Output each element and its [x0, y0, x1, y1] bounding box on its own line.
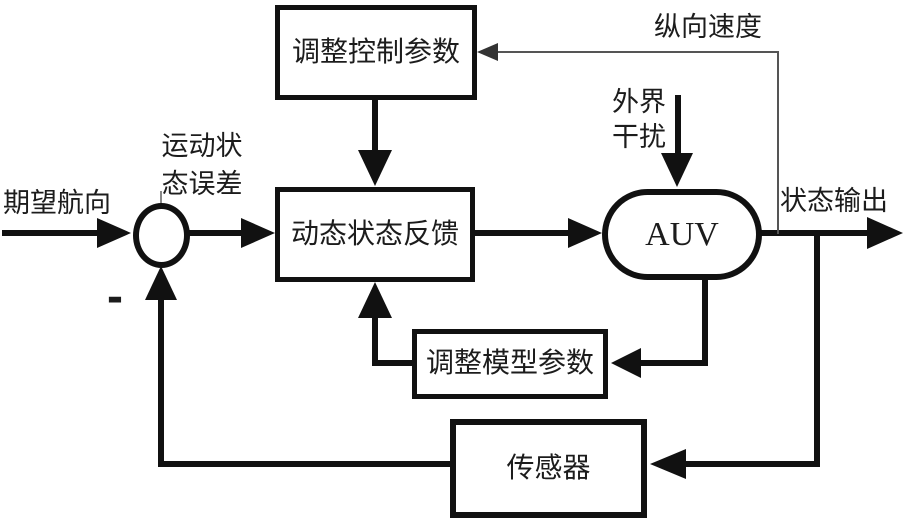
block-dynamic-state-feedback-label: 动态状态反馈 — [290, 218, 459, 250]
block-auv-plant: AUV — [602, 189, 762, 280]
control-params-down-line — [372, 99, 378, 152]
block-adjust-model-params: 调整模型参数 — [412, 329, 608, 399]
block-sensor: 传感器 — [450, 419, 647, 518]
auv-to-model-horizontal-line — [637, 360, 708, 366]
model-to-feedback-vertical-line — [372, 316, 378, 366]
arrow-into-model-params-icon — [611, 348, 641, 378]
speed-feedback-vertical-line — [777, 51, 779, 234]
longitudinal-speed-label: 纵向速度 — [654, 12, 762, 42]
block-dynamic-state-feedback: 动态状态反馈 — [275, 187, 475, 282]
arrow-model-to-feedback-icon — [358, 282, 392, 318]
arrow-into-auv-icon — [568, 218, 602, 248]
output-branch-vertical-line — [814, 233, 820, 467]
feedback-to-sum-vertical-line — [158, 297, 164, 467]
sensor-output-line — [158, 461, 452, 467]
arrow-into-feedback-icon — [241, 218, 275, 248]
arrow-into-sensor-icon — [650, 449, 686, 479]
input-line — [2, 230, 98, 236]
arrow-output-icon — [867, 217, 903, 249]
disturbance-line — [675, 95, 681, 155]
block-auv-plant-label: AUV — [645, 215, 719, 253]
external-disturbance-label: 外界 干扰 — [612, 85, 666, 155]
block-adjust-control-params-label: 调整控制参数 — [291, 36, 460, 68]
auv-to-model-vertical-line — [702, 278, 708, 366]
sum-to-feedback-line — [189, 230, 244, 236]
arrow-into-sum-icon — [97, 218, 131, 248]
desired-heading-label: 期望航向 — [3, 188, 111, 218]
arrow-speed-feedback-icon — [477, 43, 498, 61]
external-disturbance-line1: 外界 — [612, 87, 666, 117]
block-sensor-label: 传感器 — [506, 452, 591, 484]
external-disturbance-line2: 干扰 — [612, 122, 666, 152]
block-adjust-model-params-label: 调整模型参数 — [425, 348, 594, 379]
feedback-to-auv-line — [474, 230, 570, 236]
arrow-disturbance-down-icon — [661, 153, 693, 187]
motion-state-error-line2: 态误差 — [161, 169, 243, 199]
arrow-control-params-down-icon — [358, 150, 392, 186]
state-output-label: 状态输出 — [780, 186, 888, 216]
arrow-into-sum-bottom-icon — [145, 266, 177, 300]
model-to-feedback-horizontal-line — [375, 360, 415, 366]
motion-state-error-line1: 运动状 — [161, 131, 243, 161]
speed-feedback-horizontal-line — [496, 51, 779, 53]
motion-state-error-label: 运动状 态误差 — [152, 127, 252, 203]
minus-sign-label: - — [107, 270, 123, 323]
error-label-leader-tick — [160, 191, 162, 204]
summing-junction — [133, 203, 190, 268]
branch-to-sensor-line — [683, 461, 820, 467]
block-adjust-control-params: 调整控制参数 — [275, 5, 477, 100]
